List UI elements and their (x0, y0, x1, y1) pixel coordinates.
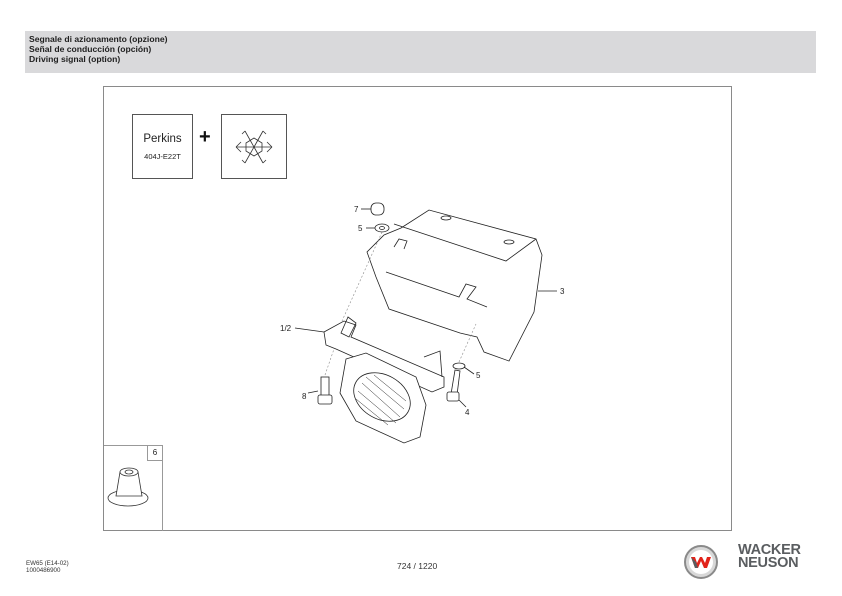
exploded-view-drawing: 7 5 3 1/2 5 8 4 (280, 202, 565, 444)
logo-line-1: WACKER (738, 542, 801, 558)
parts-diagram-frame: Perkins 404J-E22T + (103, 86, 732, 531)
title-english: Driving signal (option) (29, 54, 121, 64)
callout-4: 4 (465, 408, 470, 417)
wacker-neuson-logo-icon (684, 545, 718, 579)
engine-brand: Perkins (143, 133, 182, 145)
inset-number: 6 (147, 446, 162, 461)
footer-doc-info: EW65 (E14-02) 1000486900 (26, 560, 69, 574)
callout-1-2: 1/2 (280, 324, 292, 333)
page-title-band: Segnale di azionamento (opzione) Señal d… (25, 31, 816, 73)
cold-climate-badge (221, 114, 287, 179)
part-4-bolt (446, 362, 475, 408)
inset-part-6: 6 (104, 445, 163, 531)
part-8-bolt (307, 376, 333, 405)
engine-model: 404J-E22T (144, 152, 181, 161)
grommet-icon (107, 467, 149, 507)
part-5-washer (366, 223, 390, 233)
part-7-cap (361, 202, 385, 216)
part-3-cover (366, 209, 557, 362)
horn-speaker (339, 352, 427, 444)
model-code: EW65 (E14-02) (26, 560, 69, 567)
wacker-neuson-logo: WACKER NEUSON (738, 542, 801, 571)
part-1-2-bracket (294, 316, 445, 393)
callout-3: 3 (560, 287, 565, 296)
title-spanish: Señal de conducción (opción) (29, 44, 152, 54)
snowflake-icon (235, 130, 273, 164)
plus-symbol: + (199, 126, 211, 148)
page-number: 724 / 1220 (397, 561, 438, 571)
callout-7: 7 (354, 205, 359, 214)
callout-5-top: 5 (358, 224, 363, 233)
callout-8: 8 (302, 392, 307, 401)
title-italian: Segnale di azionamento (opzione) (29, 34, 168, 44)
logo-line-2: NEUSON (738, 555, 799, 571)
engine-badge: Perkins 404J-E22T (132, 114, 193, 179)
doc-number: 1000486900 (26, 567, 61, 574)
callout-5-bottom: 5 (476, 371, 481, 380)
